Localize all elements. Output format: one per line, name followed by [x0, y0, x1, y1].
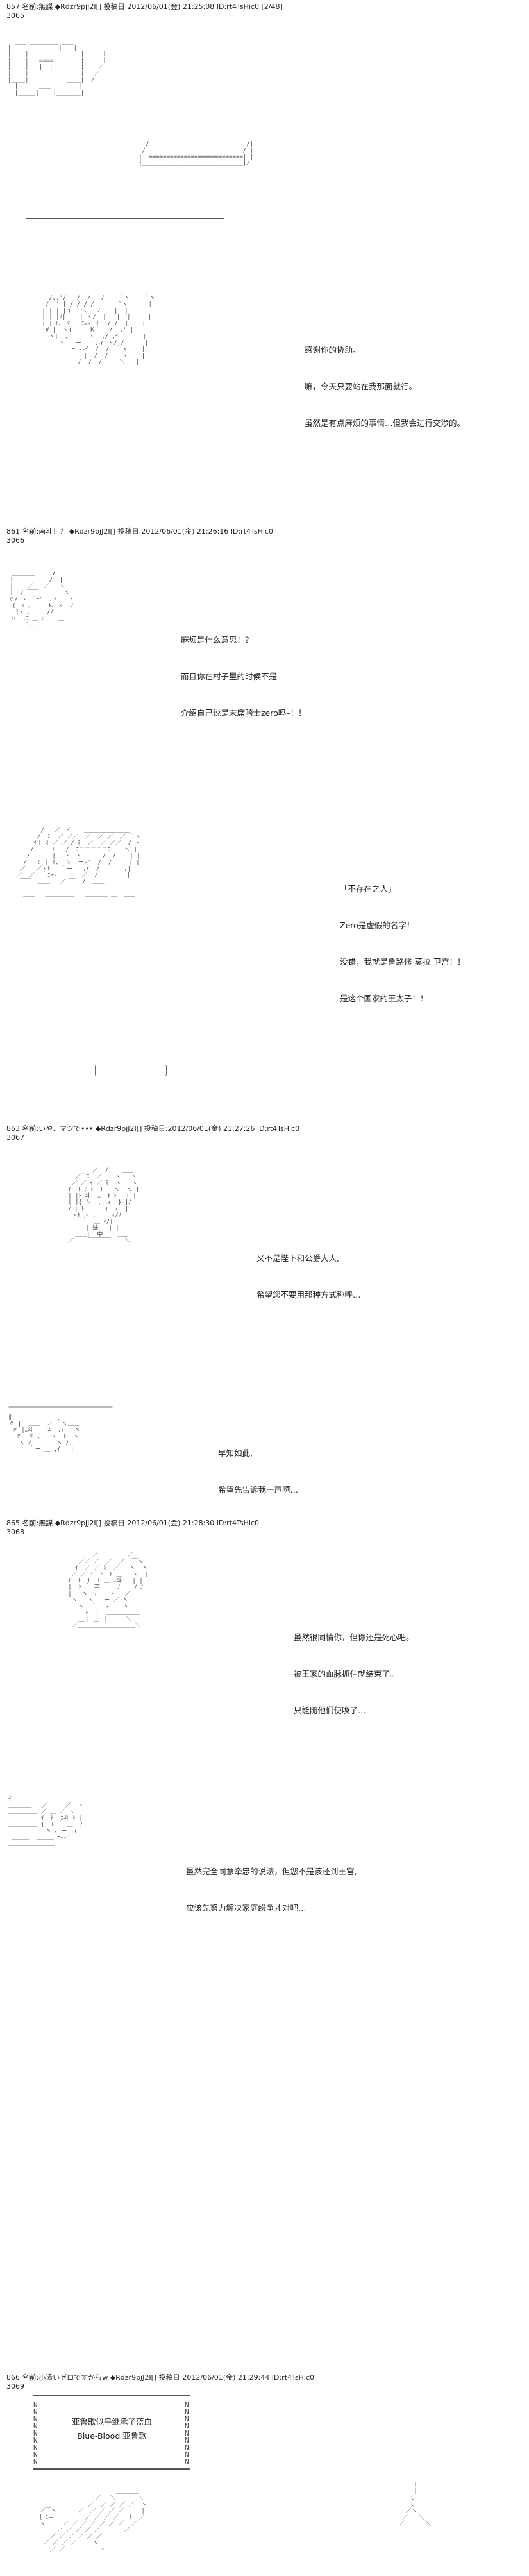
- floor-line: [26, 218, 224, 219]
- banner-title: 亚鲁歌似乎继承了蓝血: [71, 2417, 152, 2427]
- ascii-art-cape: ｜ ｜ ｌ ｌ ／ヽ ／ ＼ ／ ＼: [398, 2482, 432, 2527]
- dialogue-text: 麻烦是什么意思！？ 而且你在村子里的时候不是 介绍自己说是末席骑士zero吗–！…: [181, 609, 306, 731]
- dialogue-text: 早知如此, 希望先告诉我一声啊…: [218, 1423, 298, 1508]
- post-number: 3067: [6, 1133, 24, 1142]
- ascii-art-character-with-sword: ＿＿＿＿ ／￣ ＼ ＿＿ ＼ ／ ／ ／ ／ ／ ヽ ／￣ヽ ／ ／ ／ ／ ／…: [36, 2489, 147, 2553]
- dialogue-line: 而且你在村子里的时候不是: [181, 672, 278, 681]
- dialogue-text: 感谢你的协助。 嘛，今天只要站在我那面就行。 虽然是有点麻烦的事情…但我会进行交…: [305, 319, 465, 441]
- blue-blood-banner: N N N N N N N N N N N N N N N N N N 亚鲁歌似…: [33, 2393, 190, 2476]
- post-number: 3068: [6, 1528, 24, 1536]
- dialogue-line: 早知如此,: [218, 1448, 253, 1458]
- dialogue-line: 介绍自己说是末席骑士zero吗–！！: [181, 708, 306, 718]
- post-number: 3069: [6, 2382, 24, 2391]
- post-number: 3065: [6, 12, 24, 20]
- dialogue-line: 虽然完全同意牵忠的说法，但您不是该还到王宫,: [186, 1867, 357, 1876]
- banner-right-border: N N N N N N N N N: [185, 2401, 189, 2466]
- post-number: 3066: [6, 536, 24, 545]
- dialogue-line: 虽然是有点麻烦的事情…但我会进行交涉的。: [305, 418, 466, 428]
- post-header: 865 名前:無謀 ◆Rdzr9pjJ2I[] 投稿日:2012/06/01(金…: [6, 1519, 260, 1527]
- dialogue-line: 被王家的血脉抓住就结束了。: [294, 1669, 398, 1679]
- post-header: 866 名前:小遣いゼロですからw ◆Rdzr9pjJ2I[] 投稿日:2012…: [6, 2373, 315, 2382]
- banner-top-border: [33, 2395, 190, 2396]
- banner-subtitle: Blue-Blood 亚鲁歌: [77, 2431, 147, 2441]
- dialogue-line: 嘛，今天只要站在我那面就行。: [305, 382, 417, 391]
- dialogue-line: 没错，我就是鲁路修 莫拉 卫宫！！: [340, 957, 466, 967]
- post-header: 861 名前:南斗！？ ◆Rdzr9pjJ2I[] 投稿日:2012/06/01…: [6, 527, 274, 536]
- ascii-art-sofa: _____________________________ / /| /____…: [139, 135, 254, 167]
- ascii-art-character: ｲ ＿＿ ＿＿＿＿ ＿＿＿＿ ／ ／ ヽ ＿＿＿＿＿ ／ ＿ ／ ヽ | ＿＿＿…: [8, 1796, 85, 1847]
- dialogue-line: 希望先告诉我一声啊…: [218, 1485, 299, 1495]
- dialogue-line: 「不存在之人」: [340, 884, 396, 894]
- dialogue-line: 虽然很同情你，但你还是死心吧。: [294, 1632, 414, 1642]
- dialogue-line: 只能随他们使唤了…: [294, 1706, 366, 1715]
- ascii-art-room: | ￣￣|￣￣￣￣￣|￣￣| ｜ | | | | ｜ | | ==== | | …: [8, 45, 108, 103]
- hand-shape: [95, 1065, 167, 1076]
- dialogue-text: 虽然完全同意牵忠的说法，但您不是该还到王宫, 应该先努力解决家庭纷争才对吧…: [186, 1841, 357, 1926]
- post-header: 863 名前:いや、マジで••• ◆Rdzr9pjJ2I[] 投稿日:2012/…: [6, 1124, 300, 1133]
- ascii-art-character: /..'/ / / / ｀ヽ ｀ヽ / ' | / / / / `ヽ | | |…: [42, 295, 156, 366]
- dialogue-line: 应该先努力解决家庭纷争才对吧…: [186, 1903, 306, 1913]
- dialogue-text: 「不存在之人」 Zero是虚假的名字！ 没错，我就是鲁路修 莫拉 卫宫！！ 是这…: [340, 858, 465, 1017]
- ascii-art-character: ＿＿＿＿＿＿＿＿＿＿＿＿＿＿＿＿＿＿ ￣￣￣￣￣￣￣￣￣￣￣￣￣￣￣￣￣￣ ∥ …: [8, 1402, 113, 1453]
- dialogue-line: 感谢你的协助。: [305, 345, 361, 355]
- dialogue-line: 麻烦是什么意思！？: [181, 635, 253, 645]
- post-header: 857 名前:無謀 ◆Rdzr9pjJ2I[] 投稿日:2012/06/01(金…: [6, 3, 283, 11]
- banner-bottom-border: [33, 2468, 190, 2470]
- dialogue-text: 虽然很同情你，但你还是死心吧。 被王家的血脉抓住就结束了。 只能随他们使唤了…: [294, 1607, 414, 1729]
- dialogue-line: 是这个国家的王太子！！: [340, 994, 428, 1003]
- banner-left-border: N N N N N N N N N: [33, 2401, 38, 2466]
- ascii-art-character: ／ ＿＿ ／￣ ／／ ／ ／ ／ ￣ヽ ｲ ／ ／ ﾐ ／ ヽ ヽ ／ ／ ﾐ …: [68, 1552, 149, 1629]
- dialogue-line: 希望您不要用那种方式称呼…: [256, 1290, 361, 1300]
- dialogue-line: 又不是陛下和公爵大人,: [256, 1253, 339, 1263]
- ascii-art-character: ＿＿＿＿ ∧ ｜ ＿＿＿ / | ｜ ｜ ／ ／ ヽ ｜｜/ ￣￣＿＿ ヽ ∥/…: [8, 571, 75, 629]
- dialogue-text: 又不是陛下和公爵大人, 希望您不要用那种方式称呼…: [256, 1228, 361, 1313]
- ascii-art-character: ／ ﾉ ＿＿ ／｀ﾆ ／ ｀ヽ ヽ ／ ／ ｲ ／ ﾐ ヽ ヽ ｲ ﾄ ﾐ ﾄ …: [68, 1167, 140, 1244]
- dialogue-line: Zero是虚假的名字！: [340, 920, 415, 930]
- ascii-art-character: / ／ ｲ ＿＿＿＿＿＿＿＿ / ﾐ ／ ／／ ／ ／ ／ ／ ｀ヽ ｲ｜ ﾐ …: [16, 827, 141, 898]
